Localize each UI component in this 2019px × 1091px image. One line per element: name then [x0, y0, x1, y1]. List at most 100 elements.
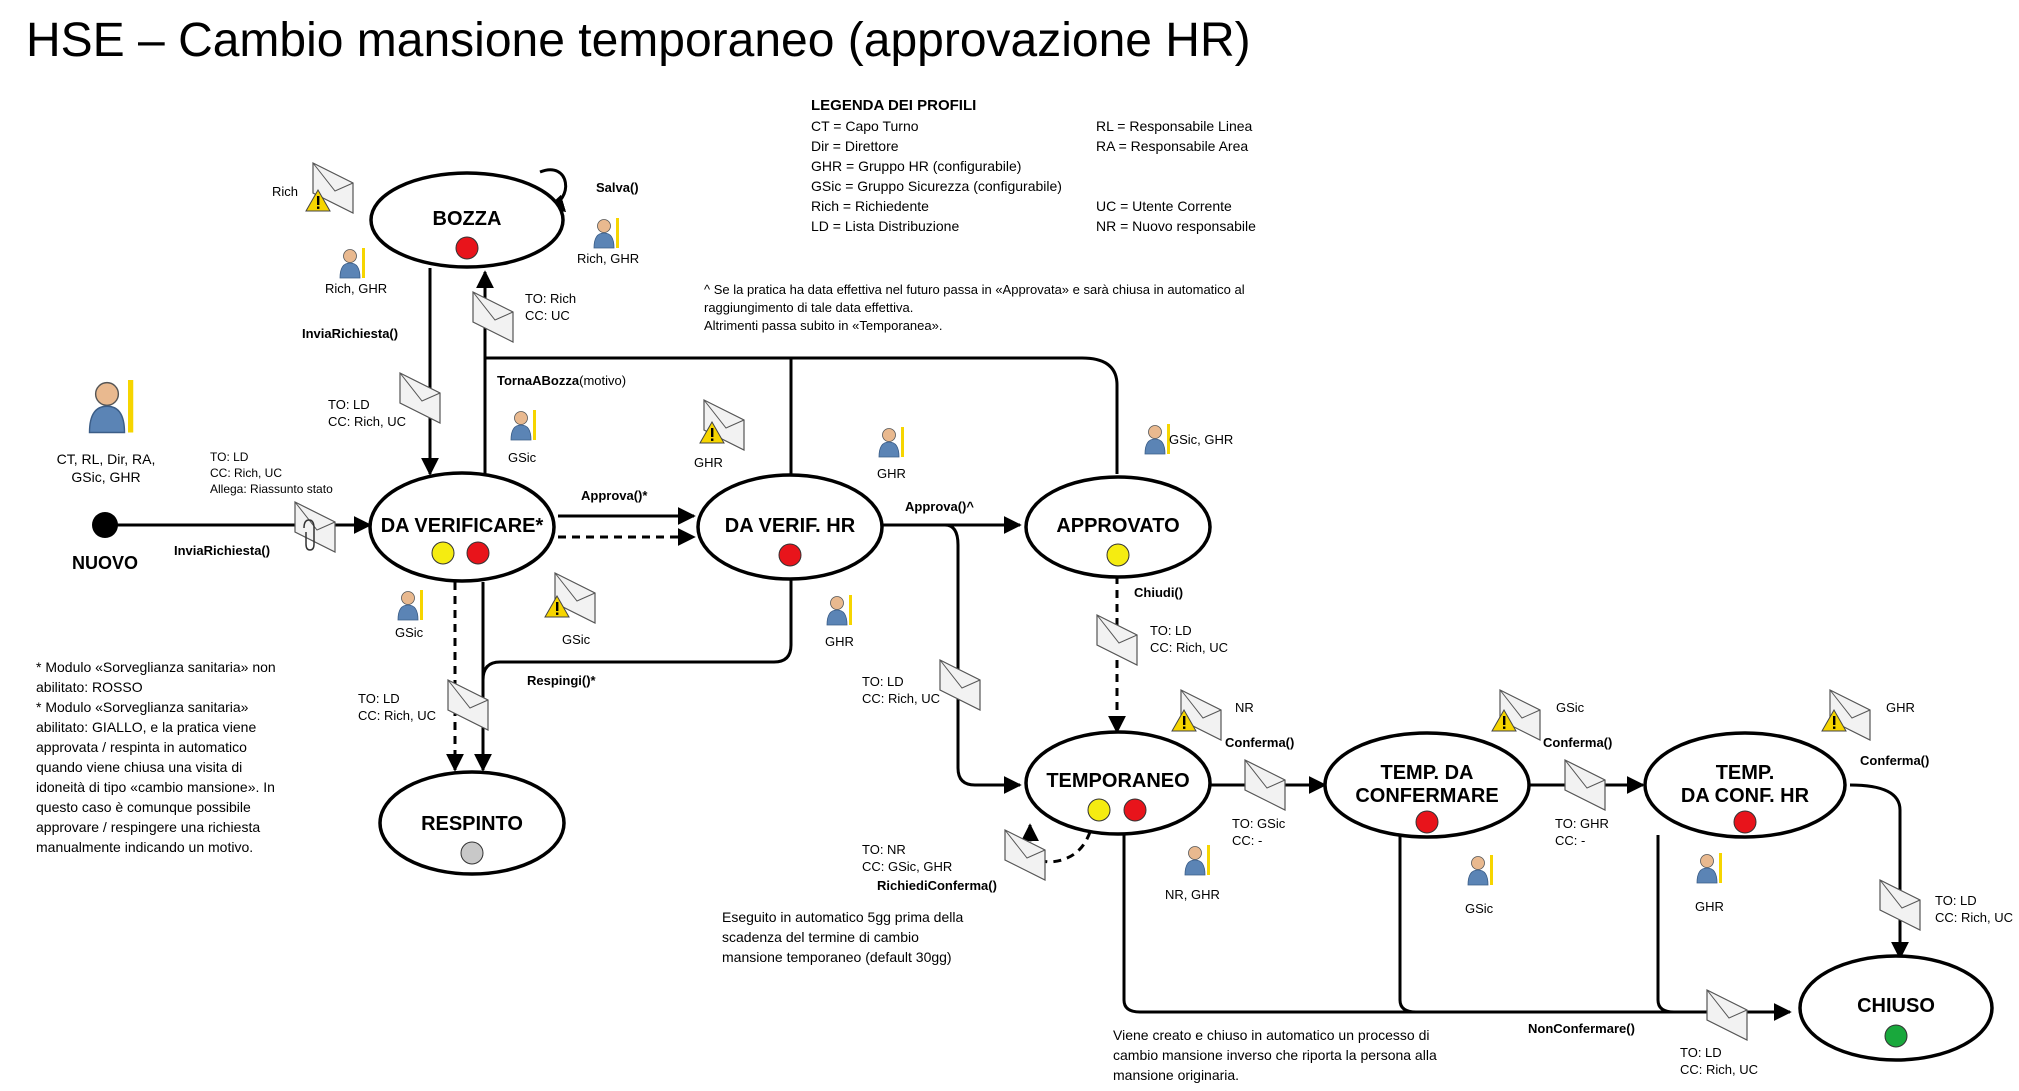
role-label: CT, RL, Dir, RA,: [57, 451, 156, 467]
state-temp-da-confermare[interactable]: TEMP. DA CONFERMARE: [1323, 731, 1531, 839]
svg-text:manualmente indicando un motiv: manualmente indicando un motivo.: [36, 839, 253, 855]
approval-date-note: ^ Se la pratica ha data effettiva nel fu…: [704, 282, 1245, 333]
state-label: CONFERMARE: [1355, 785, 1498, 807]
to-temporaneo-arrow: [944, 523, 1022, 794]
state-label: DA CONF. HR: [1681, 785, 1810, 807]
role-label: NR, GHR: [1165, 887, 1220, 902]
svg-text:cambio mansione inverso che ri: cambio mansione inverso che riporta la p…: [1113, 1047, 1437, 1063]
conferma-label: Conferma(): [1225, 735, 1294, 750]
svg-text:CC: Rich, UC: CC: Rich, UC: [1935, 910, 2013, 925]
state-nuovo[interactable]: NUOVO: [72, 512, 138, 573]
legend-item: UC = Utente Corrente: [1096, 198, 1232, 214]
status-dot-yellow: [431, 541, 455, 565]
state-approvato[interactable]: APPROVATO: [1024, 475, 1212, 579]
role-label: GHR: [825, 634, 854, 649]
chiudi-label: Chiudi(): [1134, 585, 1183, 600]
role-label: GSic: [1465, 901, 1494, 916]
mail-notifications: TO: Rich CC: UC TO: LD CC: Rich, UC TO: …: [210, 291, 2013, 1077]
invia-richiesta-label: InviaRichiesta(): [174, 543, 270, 558]
non-confermare-label: NonConfermare(): [1528, 1021, 1635, 1036]
svg-text:quando viene chiusa una visita: quando viene chiusa una visita di: [36, 759, 242, 775]
envelope-icon: [294, 501, 336, 553]
state-label: RESPINTO: [421, 813, 523, 835]
svg-text:CC: Rich, UC: CC: Rich, UC: [1150, 640, 1228, 655]
status-dot-red: [1123, 798, 1147, 822]
user-icon: [1696, 852, 1723, 884]
non-confermare-line-3: [1656, 835, 1675, 1014]
state-temp-da-conf-hr[interactable]: TEMP. DA CONF. HR: [1643, 731, 1847, 839]
svg-text:Eseguito in automatico 5gg pri: Eseguito in automatico 5gg prima della: [722, 909, 963, 925]
state-bozza[interactable]: BOZZA: [369, 171, 565, 269]
state-label: TEMP. DA: [1381, 762, 1474, 784]
state-temporaneo[interactable]: TEMPORANEO: [1024, 730, 1212, 836]
svg-text:* Modulo «Sorveglianza sanitar: * Modulo «Sorveglianza sanitaria» non: [36, 659, 276, 675]
legend-item: NR = Nuovo responsabile: [1096, 218, 1256, 234]
legend-heading: LEGENDA DEI PROFILI: [811, 97, 976, 114]
legend-item: Rich = Richiedente: [811, 198, 929, 214]
svg-text:TO: LD: TO: LD: [1150, 623, 1192, 638]
svg-text:mansione originaria.: mansione originaria.: [1113, 1067, 1239, 1083]
envelope-icon: [1706, 989, 1748, 1041]
status-dot-red: [1733, 810, 1757, 834]
svg-text:questo caso è comunque possibi: questo caso è comunque possibile: [36, 799, 251, 815]
state-label: NUOVO: [72, 553, 138, 573]
svg-text:TO: LD: TO: LD: [210, 450, 249, 464]
state-label: TEMP.: [1716, 762, 1775, 784]
legend-item: LD = Lista Distribuzione: [811, 218, 959, 234]
state-da-verif-hr[interactable]: DA VERIF. HR: [696, 473, 884, 581]
status-dot-yellow: [1087, 798, 1111, 822]
svg-text:TO: LD: TO: LD: [1935, 893, 1977, 908]
svg-text:Altrimenti passa subito in «Te: Altrimenti passa subito in «Temporanea».: [704, 318, 942, 333]
legend-item: CT = Capo Turno: [811, 118, 919, 134]
status-dot-red: [455, 236, 479, 260]
profile-legend: LEGENDA DEI PROFILI CT = Capo Turno Dir …: [811, 97, 1256, 234]
svg-text:CC: Rich, UC: CC: Rich, UC: [862, 691, 940, 706]
legend-item: GHR = Gruppo HR (configurabile): [811, 158, 1021, 174]
respingi-label: Respingi()*: [527, 673, 597, 688]
svg-text:* Modulo «Sorveglianza sanitar: * Modulo «Sorveglianza sanitaria»: [36, 699, 249, 715]
legend-item: Dir = Direttore: [811, 138, 899, 154]
svg-text:TO: Rich: TO: Rich: [525, 291, 576, 306]
status-dot-red: [466, 541, 490, 565]
svg-text:CC: -: CC: -: [1555, 833, 1585, 848]
svg-text:TO: NR: TO: NR: [862, 842, 906, 857]
svg-text:TO: LD: TO: LD: [862, 674, 904, 689]
svg-text:TO: LD: TO: LD: [1680, 1045, 1722, 1060]
svg-text:CC: Rich, UC: CC: Rich, UC: [328, 414, 406, 429]
legend-item: RA = Responsabile Area: [1096, 138, 1248, 154]
connectors: [114, 168, 1909, 1021]
richiedi-conferma-label: RichiediConferma(): [877, 878, 997, 893]
user-icon: [593, 217, 620, 249]
state-label: DA VERIF. HR: [725, 515, 856, 537]
state-chiuso[interactable]: CHIUSO: [1798, 954, 1994, 1062]
svg-text:CC: GSic, GHR: CC: GSic, GHR: [862, 859, 952, 874]
state-da-verificare[interactable]: DA VERIFICARE*: [368, 471, 556, 583]
svg-text:CC: -: CC: -: [1232, 833, 1262, 848]
state-respinto[interactable]: RESPINTO: [378, 770, 566, 876]
svg-text:Viene creato e chiuso in autom: Viene creato e chiuso in automatico un p…: [1113, 1027, 1430, 1043]
role-label: NR: [1235, 700, 1254, 715]
state-label: CHIUSO: [1857, 995, 1935, 1017]
state-label: TEMPORANEO: [1046, 770, 1189, 792]
role-icons: Rich Rich, GHR Rich, GHR CT, RL, Dir, RA…: [57, 162, 1915, 916]
envelope-icon: [1244, 759, 1286, 811]
svg-text:CC: UC: CC: UC: [525, 308, 570, 323]
auto-execution-note: Eseguito in automatico 5gg prima della s…: [722, 909, 963, 965]
svg-text:approvare / respingere una ric: approvare / respingere una richiesta: [36, 819, 260, 835]
torna-a-bozza-line-approvato: [485, 356, 1119, 474]
legend-item: RL = Responsabile Linea: [1096, 118, 1253, 134]
svg-text:scadenza del termine di cambio: scadenza del termine di cambio: [722, 929, 919, 945]
non-confermare-line-2: [1398, 835, 1417, 1014]
approva-hr-label: Approva()^: [905, 499, 974, 514]
envelope-icon: [1004, 829, 1046, 881]
transition-labels: Salva() InviaRichiesta() InviaRichiesta(…: [174, 180, 1929, 1036]
user-icon: [878, 426, 905, 458]
user-icon: [88, 379, 135, 434]
reverse-process-note: Viene creato e chiuso in automatico un p…: [1113, 1027, 1437, 1083]
svg-text:abilitato: GIALLO, e la pratic: abilitato: GIALLO, e la pratica viene: [36, 719, 256, 735]
svg-text:CC: Rich, UC: CC: Rich, UC: [358, 708, 436, 723]
svg-text:abilitato: ROSSO: abilitato: ROSSO: [36, 679, 143, 695]
role-label: GSic: [562, 632, 591, 647]
role-label: GHR: [1886, 700, 1915, 715]
